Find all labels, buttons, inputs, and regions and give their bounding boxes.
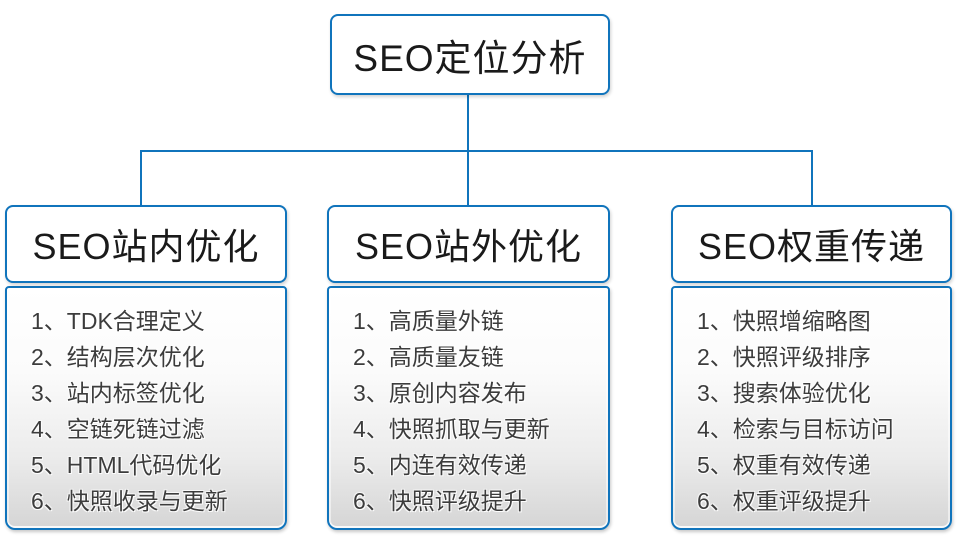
- list-weight-transfer: 1、快照增缩略图 2、快照评级排序 3、搜索体验优化 4、检索与目标访问 5、权…: [671, 286, 952, 530]
- list-item: 5、HTML代码优化: [31, 452, 222, 478]
- node-onsite-optimization: SEO站内优化: [5, 205, 287, 283]
- list-item: 4、空链死链过滤: [31, 416, 205, 442]
- list-item: 4、检索与目标访问: [697, 416, 894, 442]
- list-item: 1、高质量外链: [353, 308, 504, 334]
- list-offsite-optimization: 1、高质量外链 2、高质量友链 3、原创内容发布 4、快照抓取与更新 5、内连有…: [327, 286, 610, 530]
- list-item: 3、站内标签优化: [31, 380, 205, 406]
- node-offsite-optimization: SEO站外优化: [327, 205, 610, 283]
- list-item: 3、原创内容发布: [353, 380, 527, 406]
- list-item: 5、权重有效传递: [697, 452, 871, 478]
- list-item: 1、快照增缩略图: [697, 308, 871, 334]
- node-title: SEO站内优化: [32, 226, 260, 267]
- node-title: SEO站外优化: [354, 226, 583, 267]
- list-item: 6、快照收录与更新: [31, 488, 228, 514]
- list-onsite-optimization: 1、TDK合理定义 2、结构层次优化 3、站内标签优化 4、空链死链过滤 5、H…: [5, 286, 287, 530]
- node-title: SEO权重传递: [697, 226, 926, 267]
- list-item: 4、快照抓取与更新: [353, 416, 550, 442]
- list-item: 5、内连有效传递: [353, 452, 527, 478]
- list-item: 1、TDK合理定义: [31, 308, 205, 334]
- list-item: 6、快照评级提升: [353, 488, 527, 514]
- list-item: 2、快照评级排序: [697, 344, 871, 370]
- list-item: 2、结构层次优化: [31, 344, 205, 370]
- list-item: 6、权重评级提升: [697, 488, 871, 514]
- root-node-title: SEO定位分析: [353, 37, 587, 79]
- root-node-seo-positioning: SEO定位分析: [330, 14, 610, 95]
- list-item: 3、搜索体验优化: [697, 380, 871, 406]
- node-weight-transfer: SEO权重传递: [671, 205, 952, 283]
- list-item: 2、高质量友链: [353, 344, 504, 370]
